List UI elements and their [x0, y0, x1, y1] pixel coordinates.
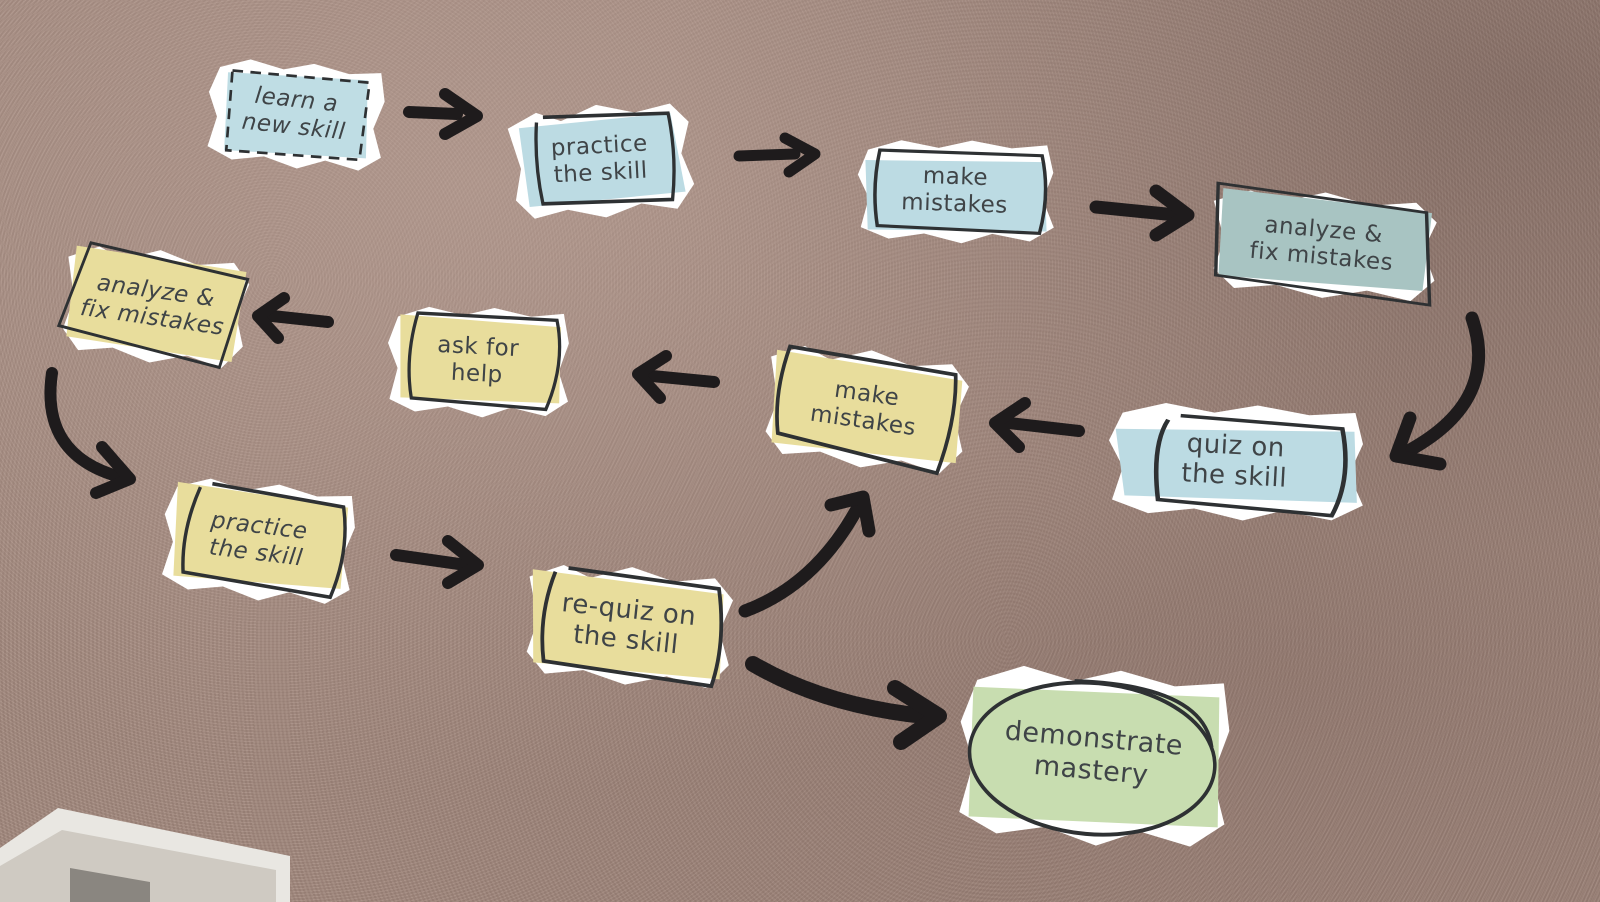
card-learn-new-skill: learn a new skill [200, 51, 390, 178]
card-practice-skill-1: practice the skill [502, 95, 698, 225]
card-ask-help: ask for help [382, 300, 573, 422]
card-paper-shape [1206, 181, 1442, 308]
card-paper-shape [757, 336, 975, 482]
card-paper-shape [55, 237, 255, 376]
card-paper-shape [384, 302, 573, 422]
card-make-mistakes-2: make mistakes [752, 331, 977, 484]
card-analyze-fix-1: analyze & fix mistakes [1201, 178, 1445, 310]
card-label: make mistakes [900, 162, 1009, 219]
card-paper-shape [506, 100, 696, 223]
card-demonstrate-mastery: demonstrate mastery [948, 653, 1238, 857]
arrow-right-icon [390, 535, 484, 589]
arrow-left-icon [252, 292, 334, 344]
arrow-down-right-icon [745, 656, 947, 750]
arrow-right-icon [1089, 184, 1195, 242]
curved-arrow-down-icon [1389, 311, 1486, 471]
card-requiz-skill: re-quiz on the skill [514, 551, 741, 698]
card-paper-shape [950, 657, 1238, 857]
card-paper-shape [519, 556, 738, 696]
card-paper-shape [201, 53, 390, 178]
arrow-left-icon [989, 397, 1085, 453]
card-paper-shape [155, 471, 362, 612]
card-paper-shape [1105, 397, 1368, 527]
card-paper-shape [855, 136, 1057, 247]
card-label: practice the skill [550, 130, 649, 189]
arrow-left-icon [632, 350, 720, 404]
curved-arrow-down-icon [44, 367, 136, 499]
card-practice-skill-2: practice the skill [153, 469, 362, 612]
stool-corner [0, 808, 290, 902]
card-label: ask for help [436, 331, 520, 389]
arrow-up-right-icon [738, 490, 876, 618]
arrow-right-icon [403, 88, 483, 140]
card-quiz-skill: quiz on the skill [1102, 395, 1368, 527]
arrow-right-icon [733, 132, 821, 178]
card-analyze-fix-2: analyze & fix mistakes [51, 232, 258, 378]
card-make-mistakes-1: make mistakes [853, 135, 1057, 247]
